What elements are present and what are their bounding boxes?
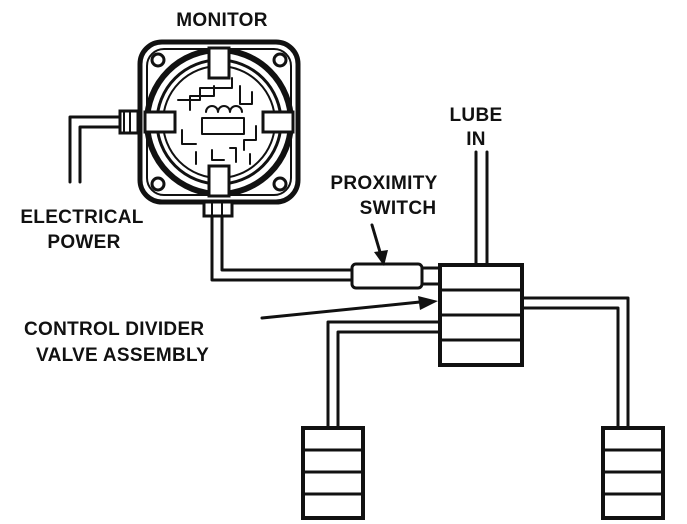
electrical-power-line [68,115,122,184]
right-distributor-block [601,426,665,520]
divider-pointer [260,296,438,320]
divider-label-line1: CONTROL DIVIDER [24,319,204,340]
control-divider-valve [438,263,524,367]
monitor-internals [177,77,257,165]
left-feed-line [326,320,442,430]
electrical-label-line1: ELECTRICAL [20,207,143,228]
power-conduit-fitting [118,109,140,135]
monitor-housing [137,39,301,205]
divider-label-line2: VALVE ASSEMBLY [36,345,209,366]
monitor-label: MONITOR [176,10,267,31]
proximity-label-line1: PROXIMITY [330,173,437,194]
lube-in-line [474,150,489,267]
left-distributor-block [301,426,365,520]
monitor-bottom-fitting [202,200,234,218]
right-feed-line [520,296,630,430]
proximity-switch [350,262,444,290]
proximity-label-line2: SWITCH [360,198,437,219]
monitor-bolts [150,52,288,192]
electrical-label-line2: POWER [47,232,120,253]
lube-label-line1: LUBE [450,105,503,126]
proximity-pointer [370,223,388,266]
lube-label-line2: IN [466,129,486,150]
monitor-to-switch-wire [210,214,354,282]
